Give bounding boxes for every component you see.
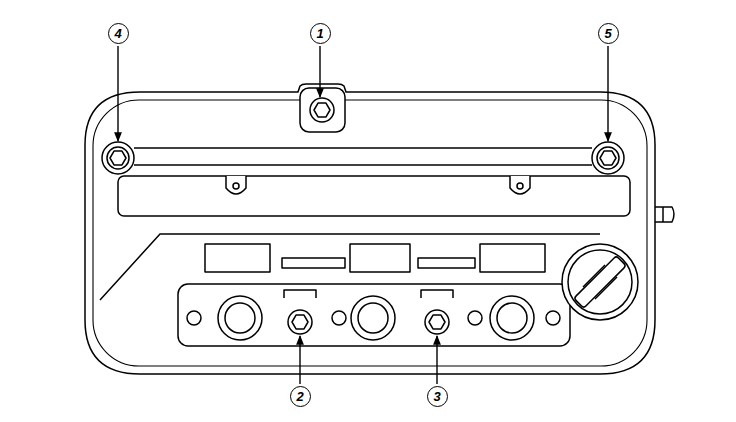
plug-hole — [225, 303, 255, 333]
plug-hole — [351, 296, 395, 340]
small-hole — [468, 311, 482, 325]
plug-hole — [490, 296, 534, 340]
plug-platform — [178, 284, 570, 346]
plug-hole — [358, 303, 388, 333]
cover-outline — [85, 84, 655, 374]
slot — [418, 258, 475, 268]
plug-hole — [218, 296, 262, 340]
callout-number: 4 — [108, 23, 129, 44]
breather-nipple — [655, 207, 674, 222]
rib — [134, 147, 592, 149]
leader-line — [117, 46, 118, 141]
bracket — [284, 290, 316, 298]
tab-hole — [233, 183, 239, 189]
slot — [480, 244, 545, 272]
callout-number: 2 — [290, 386, 311, 407]
bolt-boss — [300, 88, 345, 132]
slot — [350, 244, 410, 272]
callout-number: 5 — [598, 23, 619, 44]
small-hole — [332, 311, 346, 325]
leader-lines — [118, 46, 608, 384]
leader-line — [319, 46, 320, 97]
oil-filler-cap — [562, 244, 638, 320]
bracket — [421, 290, 453, 298]
bolt — [102, 98, 624, 334]
small-hole — [546, 311, 560, 325]
callout-number: 1 — [310, 23, 331, 44]
small-hole — [187, 311, 201, 325]
leader-line — [436, 336, 437, 384]
rib — [134, 164, 592, 166]
cover-body — [85, 84, 674, 374]
slot — [282, 258, 345, 268]
lower-frame — [100, 234, 600, 300]
leader-line — [299, 336, 300, 384]
cover-inner-rim — [93, 100, 647, 366]
tab — [510, 176, 530, 194]
tab — [226, 176, 246, 194]
rib-band — [118, 176, 630, 216]
slot — [205, 244, 270, 272]
plug-hole — [497, 303, 527, 333]
callout-number: 3 — [427, 386, 448, 407]
leader-line — [607, 46, 608, 141]
tab-hole — [517, 183, 523, 189]
